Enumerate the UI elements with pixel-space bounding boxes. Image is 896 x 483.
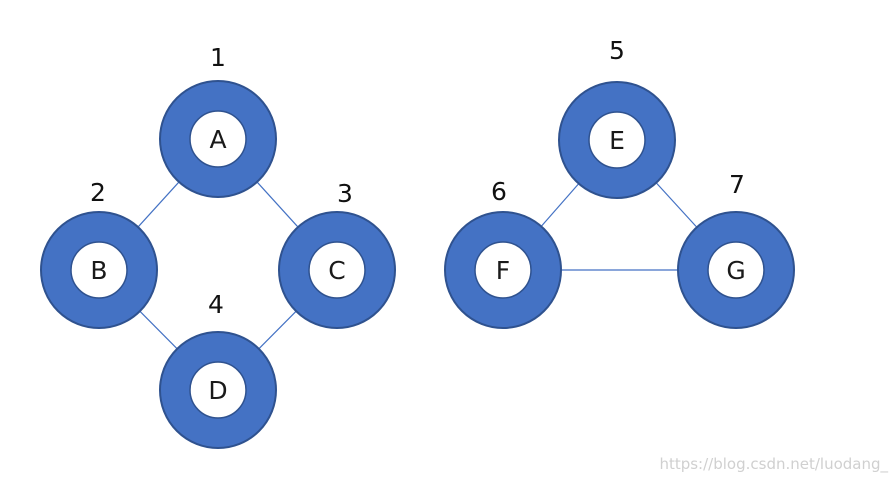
node-b: B2 — [40, 178, 158, 329]
node-center — [189, 361, 247, 419]
edge-a-c — [256, 181, 299, 228]
node-g: G7 — [677, 170, 795, 329]
edge-a-b — [137, 181, 180, 228]
node-center — [707, 241, 765, 299]
node-order-number: 4 — [208, 290, 224, 319]
node-center — [474, 241, 532, 299]
node-center — [189, 110, 247, 168]
edge-e-f — [540, 183, 580, 227]
node-label: B — [90, 256, 107, 285]
node-center — [588, 111, 646, 169]
node-order-number: 7 — [729, 170, 745, 199]
node-label: E — [609, 126, 625, 155]
node-order-number: 6 — [491, 177, 507, 206]
node-order-number: 5 — [609, 36, 625, 65]
node-order-number: 2 — [90, 178, 106, 207]
edge-e-g — [655, 182, 698, 228]
edge-b-d — [139, 310, 178, 350]
node-f: F6 — [444, 177, 562, 329]
node-label: D — [208, 376, 227, 405]
node-label: C — [328, 256, 345, 285]
node-center — [308, 241, 366, 299]
node-d: D4 — [159, 290, 277, 449]
node-label: F — [496, 256, 510, 285]
node-label: G — [726, 256, 745, 285]
watermark-text: https://blog.csdn.net/luodang_ — [659, 455, 888, 473]
node-a: A1 — [159, 43, 277, 198]
edge-c-d — [258, 310, 297, 350]
node-center — [70, 241, 128, 299]
node-e: E5 — [558, 36, 676, 199]
node-label: A — [209, 125, 226, 154]
node-order-number: 3 — [337, 179, 353, 208]
node-c: C3 — [278, 179, 396, 329]
edges-layer — [137, 181, 698, 350]
node-order-number: 1 — [210, 43, 226, 72]
